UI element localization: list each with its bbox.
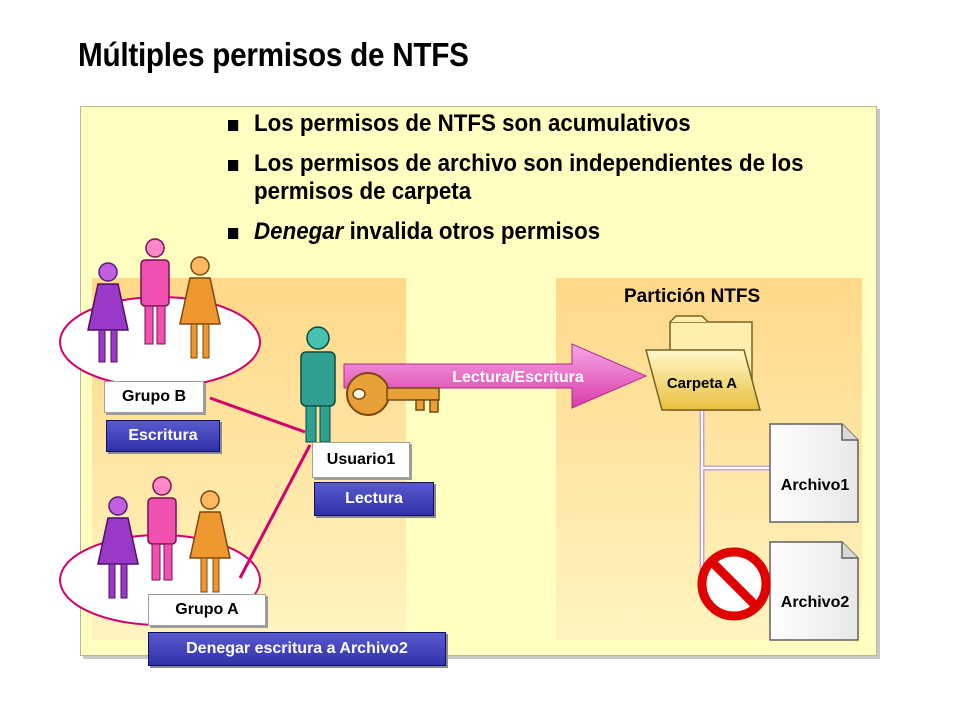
key-icon xyxy=(346,372,440,416)
group-b-permission: Escritura xyxy=(106,420,220,452)
user-label: Usuario1 xyxy=(312,442,410,478)
file-icon xyxy=(769,541,859,641)
folder-icon xyxy=(645,315,761,411)
file-label-archivo1: Archivo1 xyxy=(781,477,850,494)
page-title: Múltiples permisos de NTFS xyxy=(78,36,469,73)
deny-icon xyxy=(697,547,771,621)
connector-group-a xyxy=(238,444,312,579)
group-b-people-icon xyxy=(87,238,221,363)
bullet-item: Denegar invalida otros permisos xyxy=(228,218,823,246)
group-a-people-icon xyxy=(97,476,231,599)
file-icon xyxy=(769,423,859,523)
user-person-icon xyxy=(300,326,336,443)
group-a-permission: Denegar escritura a Archivo2 xyxy=(148,632,446,666)
folder-label: Carpeta A xyxy=(667,375,737,392)
bullet-square-icon xyxy=(228,228,239,239)
group-b-label: Grupo B xyxy=(104,381,204,413)
bullet-item: Los permisos de NTFS son acumulativos xyxy=(228,110,823,138)
partition-label: Partición NTFS xyxy=(624,286,761,307)
user-permission: Lectura xyxy=(314,482,434,516)
bullet-square-icon xyxy=(228,120,239,131)
file-label-archivo2: Archivo2 xyxy=(781,594,850,611)
connector-group-b xyxy=(209,396,306,434)
group-a-label: Grupo A xyxy=(148,594,266,626)
bullet-item: Los permisos de archivo son independient… xyxy=(228,150,823,206)
bullet-list: Los permisos de NTFS son acumulativos Lo… xyxy=(228,110,868,258)
arrow-label: Lectura/Escritura xyxy=(452,369,584,386)
bullet-square-icon xyxy=(228,160,239,171)
